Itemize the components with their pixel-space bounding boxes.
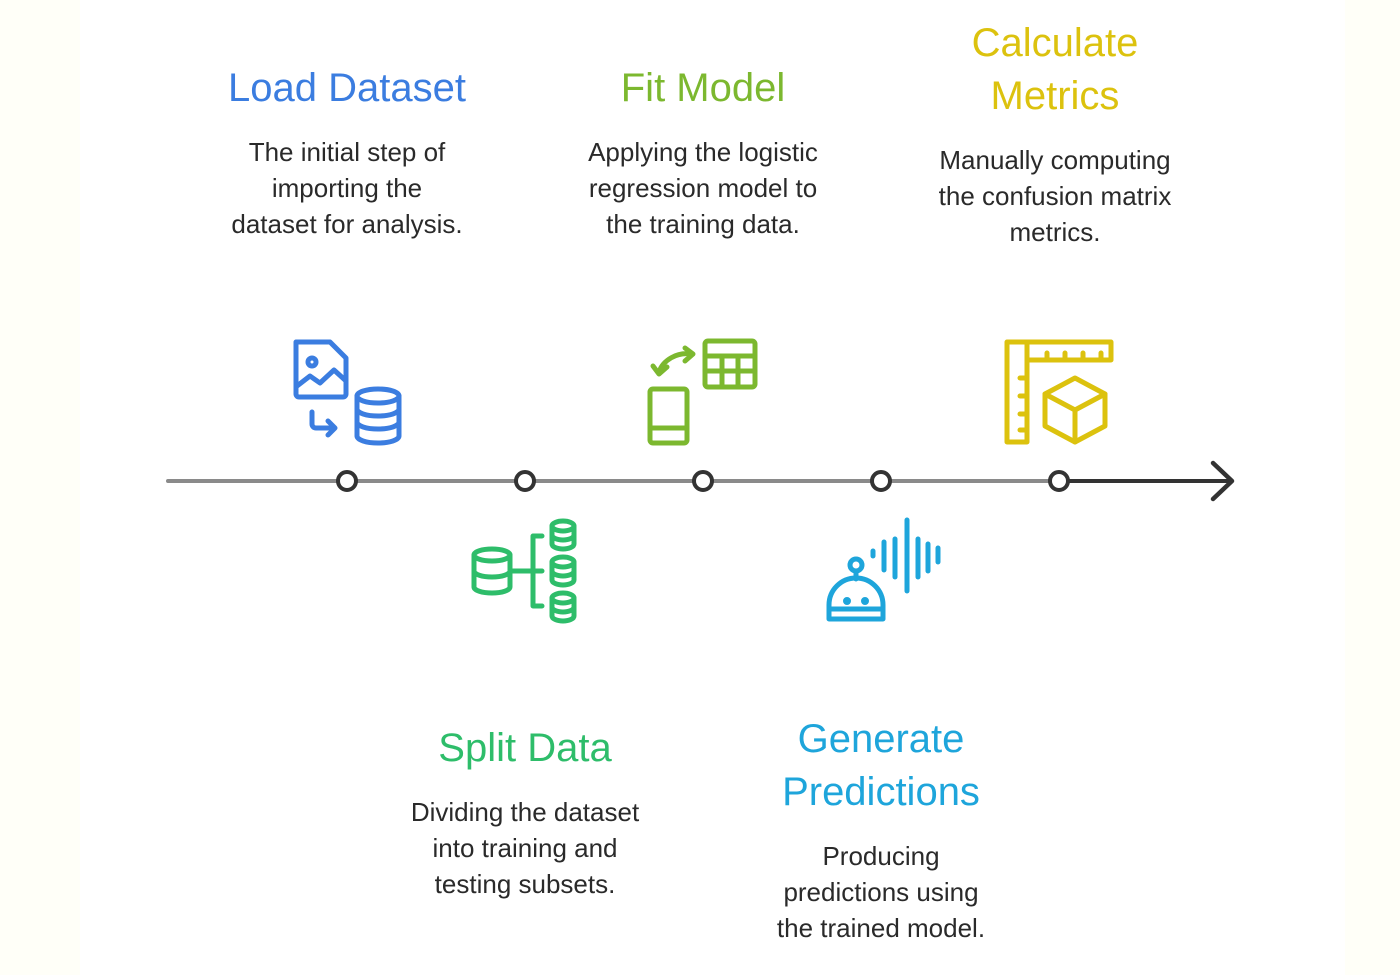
step-load-dataset: Load Dataset The initial step of importi… — [187, 62, 507, 242]
desc-line: Dividing the dataset — [410, 797, 640, 827]
desc-line: predictions using — [783, 877, 979, 907]
axis-arrowhead-icon — [1210, 460, 1235, 502]
step-title: Split Data — [438, 726, 612, 770]
step-fit-model: Fit Model Applying the logistic regressi… — [543, 62, 863, 242]
desc-line: the trained model. — [776, 913, 986, 943]
timeline-node-5 — [1048, 470, 1070, 492]
step-description: Producing predictions using the trained … — [721, 838, 1041, 946]
step-title: Calculate Metrics — [895, 17, 1215, 123]
desc-line: into training and — [432, 833, 618, 863]
device-table-sync-icon — [645, 336, 760, 453]
desc-line: Producing — [822, 841, 940, 871]
ruler-cube-icon — [1003, 336, 1118, 453]
timeline-node-2 — [514, 470, 536, 492]
desc-line: the confusion matrix — [938, 181, 1172, 211]
robot-voice-icon — [823, 515, 941, 632]
desc-line: testing subsets. — [434, 869, 616, 899]
step-generate-predictions: Generate Predictions Producing predictio… — [721, 713, 1041, 946]
step-description: Dividing the dataset into training and t… — [365, 794, 685, 902]
desc-line: the training data. — [606, 209, 800, 239]
title-line: Calculate — [971, 21, 1139, 65]
step-split-data: Split Data Dividing the dataset into tra… — [365, 722, 685, 902]
desc-line: Applying the logistic — [588, 137, 818, 167]
title-line: Predictions — [782, 770, 980, 814]
diagram-panel — [80, 0, 1345, 975]
timeline-node-3 — [692, 470, 714, 492]
title-line: Generate — [797, 717, 965, 761]
step-title: Generate Predictions — [721, 713, 1041, 819]
database-split-icon — [470, 515, 582, 632]
step-description: Applying the logistic regression model t… — [543, 134, 863, 242]
file-image-to-database-icon — [290, 336, 405, 453]
step-title: Load Dataset — [228, 66, 466, 110]
desc-line: importing the — [271, 173, 423, 203]
timeline-node-1 — [336, 470, 358, 492]
desc-line: regression model to — [588, 173, 818, 203]
step-title: Fit Model — [620, 66, 786, 110]
step-description: The initial step of importing the datase… — [187, 134, 507, 242]
step-calculate-metrics: Calculate Metrics Manually computing the… — [895, 17, 1215, 250]
desc-line: The initial step of — [248, 137, 446, 167]
desc-line: dataset for analysis. — [231, 209, 463, 239]
desc-line: Manually computing — [939, 145, 1171, 175]
timeline-node-4 — [870, 470, 892, 492]
title-line: Metrics — [990, 74, 1120, 118]
desc-line: metrics. — [1009, 217, 1101, 247]
step-description: Manually computing the confusion matrix … — [895, 142, 1215, 250]
